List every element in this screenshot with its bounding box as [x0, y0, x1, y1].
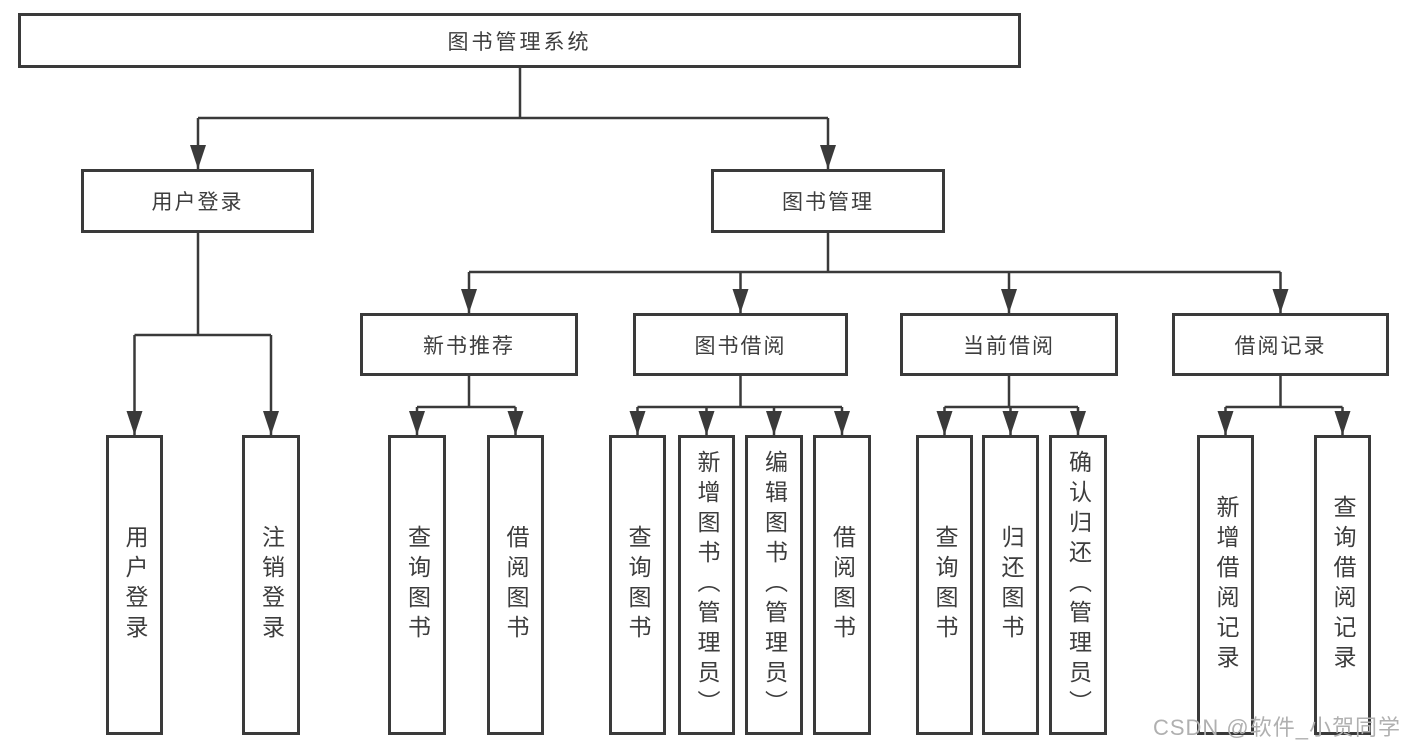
leaf-confirm-return-admin: 确认归还（管理员） [1049, 435, 1107, 735]
leaf-add-borrow-record: 新增借阅记录 [1197, 435, 1254, 735]
leaf-query-borrow-record: 查询借阅记录 [1314, 435, 1371, 735]
node-book-borrowing: 图书借阅 [633, 313, 848, 376]
leaf-user-login: 用户登录 [106, 435, 163, 735]
leaf-query-books-recommend: 查询图书 [388, 435, 446, 735]
leaf-edit-book-admin: 编辑图书（管理员） [745, 435, 803, 735]
leaf-borrow-books-recommend: 借阅图书 [487, 435, 544, 735]
leaf-query-books-borrowing: 查询图书 [609, 435, 666, 735]
leaf-logout: 注销登录 [242, 435, 300, 735]
node-user-login: 用户登录 [81, 169, 314, 233]
node-library-management-system: 图书管理系统 [18, 13, 1021, 68]
node-borrowing-records: 借阅记录 [1172, 313, 1389, 376]
node-current-borrowing: 当前借阅 [900, 313, 1118, 376]
leaf-query-books-current: 查询图书 [916, 435, 973, 735]
leaf-add-book-admin: 新增图书（管理员） [678, 435, 735, 735]
leaf-return-book: 归还图书 [982, 435, 1039, 735]
node-new-book-recommend: 新书推荐 [360, 313, 578, 376]
leaf-borrow-books-borrowing: 借阅图书 [813, 435, 871, 735]
node-book-management: 图书管理 [711, 169, 945, 233]
csdn-watermark: CSDN @软件_小贺同学 [1152, 715, 1401, 740]
